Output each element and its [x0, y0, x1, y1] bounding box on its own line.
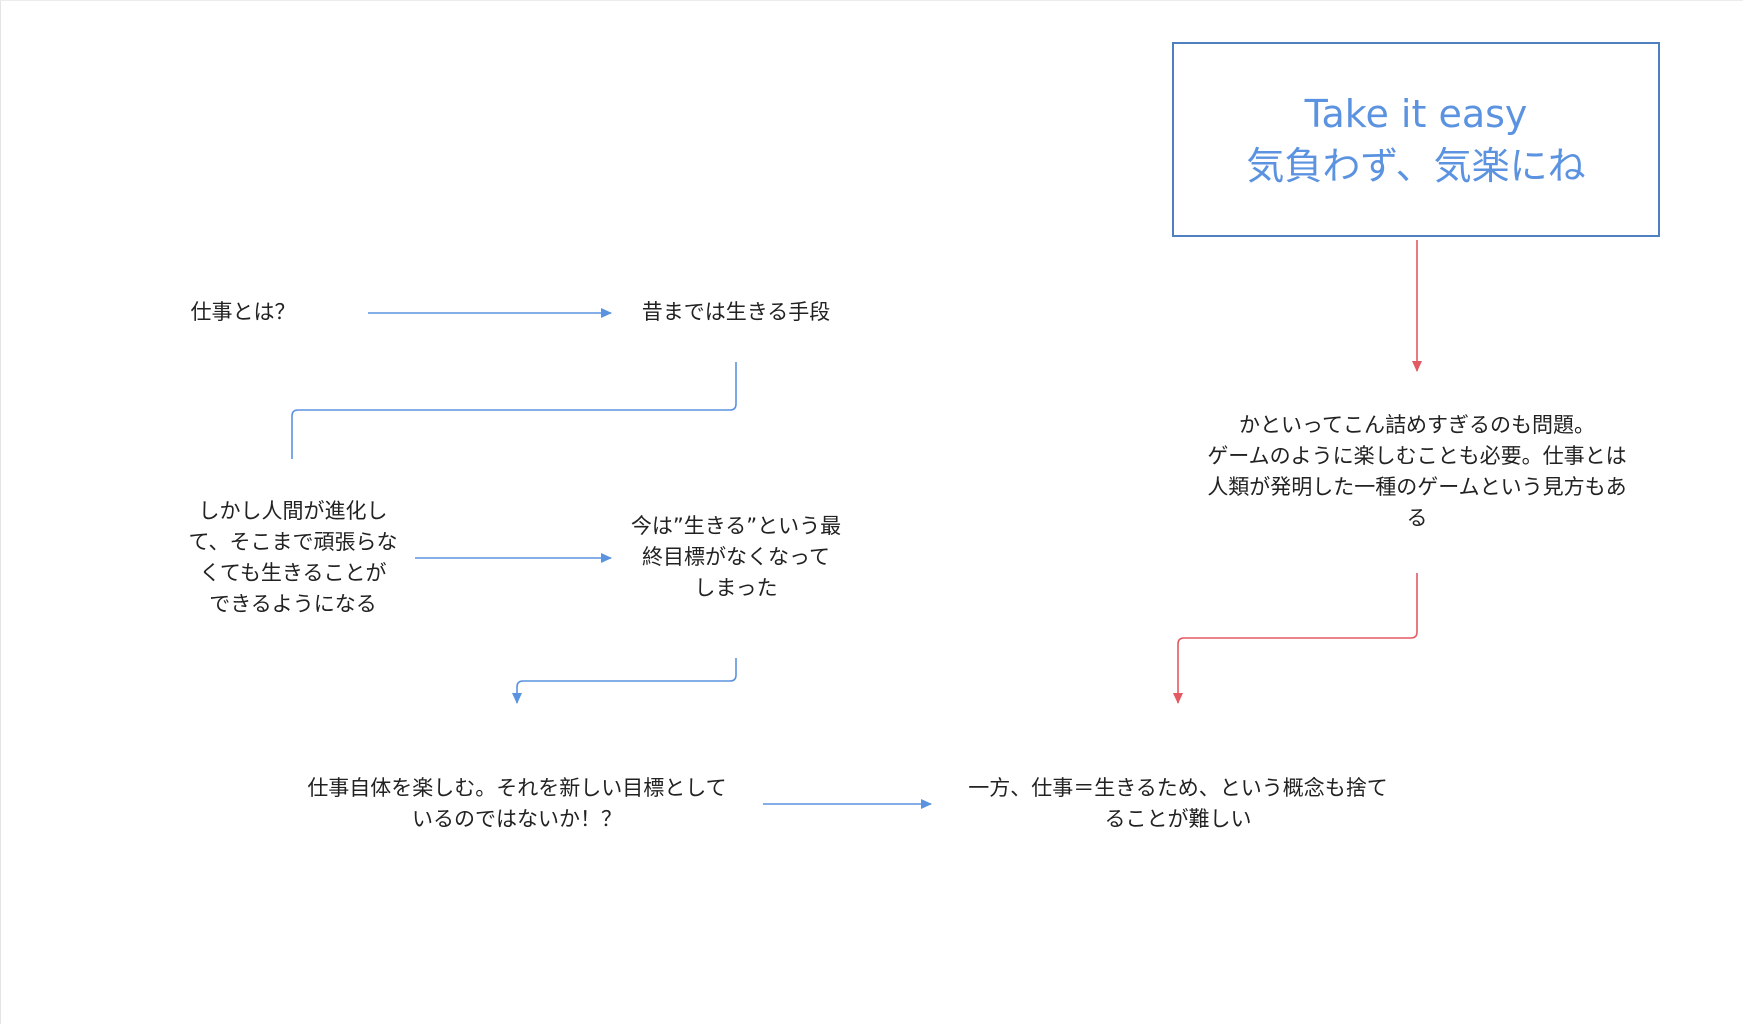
node-what-is-work: 仕事とは？ — [168, 297, 318, 328]
title-english: Take it easy — [1304, 91, 1528, 136]
node-game-view-line: ゲームのように楽しむことも必要。仕事とは — [1207, 444, 1627, 468]
node-lost-goal-line: 終目標がなくなって — [642, 545, 830, 569]
node-evolution: しかし人間が進化し て、そこまで頑張らな くても生きることが できるようになる — [168, 496, 418, 620]
node-evolution-line: くても生きることが — [199, 561, 387, 585]
node-game-view-line: る — [1406, 506, 1428, 530]
node-evolution-line: しかし人間が進化し — [198, 499, 388, 523]
node-lost-goal: 今は”生きる”という最 終目標がなくなって しまった — [606, 511, 866, 604]
node-enjoy-work: 仕事自体を楽しむ。それを新しい目標として いるのではないか！？ — [277, 773, 757, 835]
arrow-game-to-hard — [1173, 573, 1418, 704]
node-hard-to-discard: 一方、仕事＝生きるため、という概念も捨て ることが難しい — [938, 773, 1418, 835]
node-hard-to-discard-line: ることが難しい — [1104, 807, 1252, 831]
node-game-view-line: 人類が発明した一種のゲームという見方もあ — [1207, 475, 1627, 499]
node-means-of-living: 昔までは生きる手段 — [616, 297, 856, 328]
node-lost-goal-line: しまった — [694, 576, 778, 600]
node-hard-to-discard-line: 一方、仕事＝生きるため、という概念も捨て — [968, 776, 1388, 800]
node-lost-goal-line: 今は”生きる”という最 — [630, 514, 842, 538]
node-means-of-living-text: 昔までは生きる手段 — [641, 300, 831, 324]
node-enjoy-work-line: いるのではないか！？ — [412, 807, 622, 831]
node-game-view-line: かといってこん詰めすぎるのも問題。 — [1239, 413, 1595, 437]
arrow-lost-goal-to-enjoy — [512, 658, 737, 704]
node-what-is-work-text: 仕事とは？ — [190, 300, 296, 324]
node-game-view: かといってこん詰めすぎるのも問題。 ゲームのように楽しむことも必要。仕事とは 人… — [1172, 410, 1662, 534]
node-enjoy-work-line: 仕事自体を楽しむ。それを新しい目標として — [307, 776, 727, 800]
title-japanese: 気負わず、気楽にね — [1246, 143, 1586, 188]
connector-means-to-evolution — [291, 362, 737, 459]
node-evolution-line: て、そこまで頑張らな — [188, 530, 398, 554]
title-box: Take it easy 気負わず、気楽にね — [1172, 42, 1660, 237]
page-left-edge — [0, 0, 1, 1024]
node-evolution-line: できるようになる — [209, 592, 377, 616]
page-top-edge — [0, 0, 1743, 1]
